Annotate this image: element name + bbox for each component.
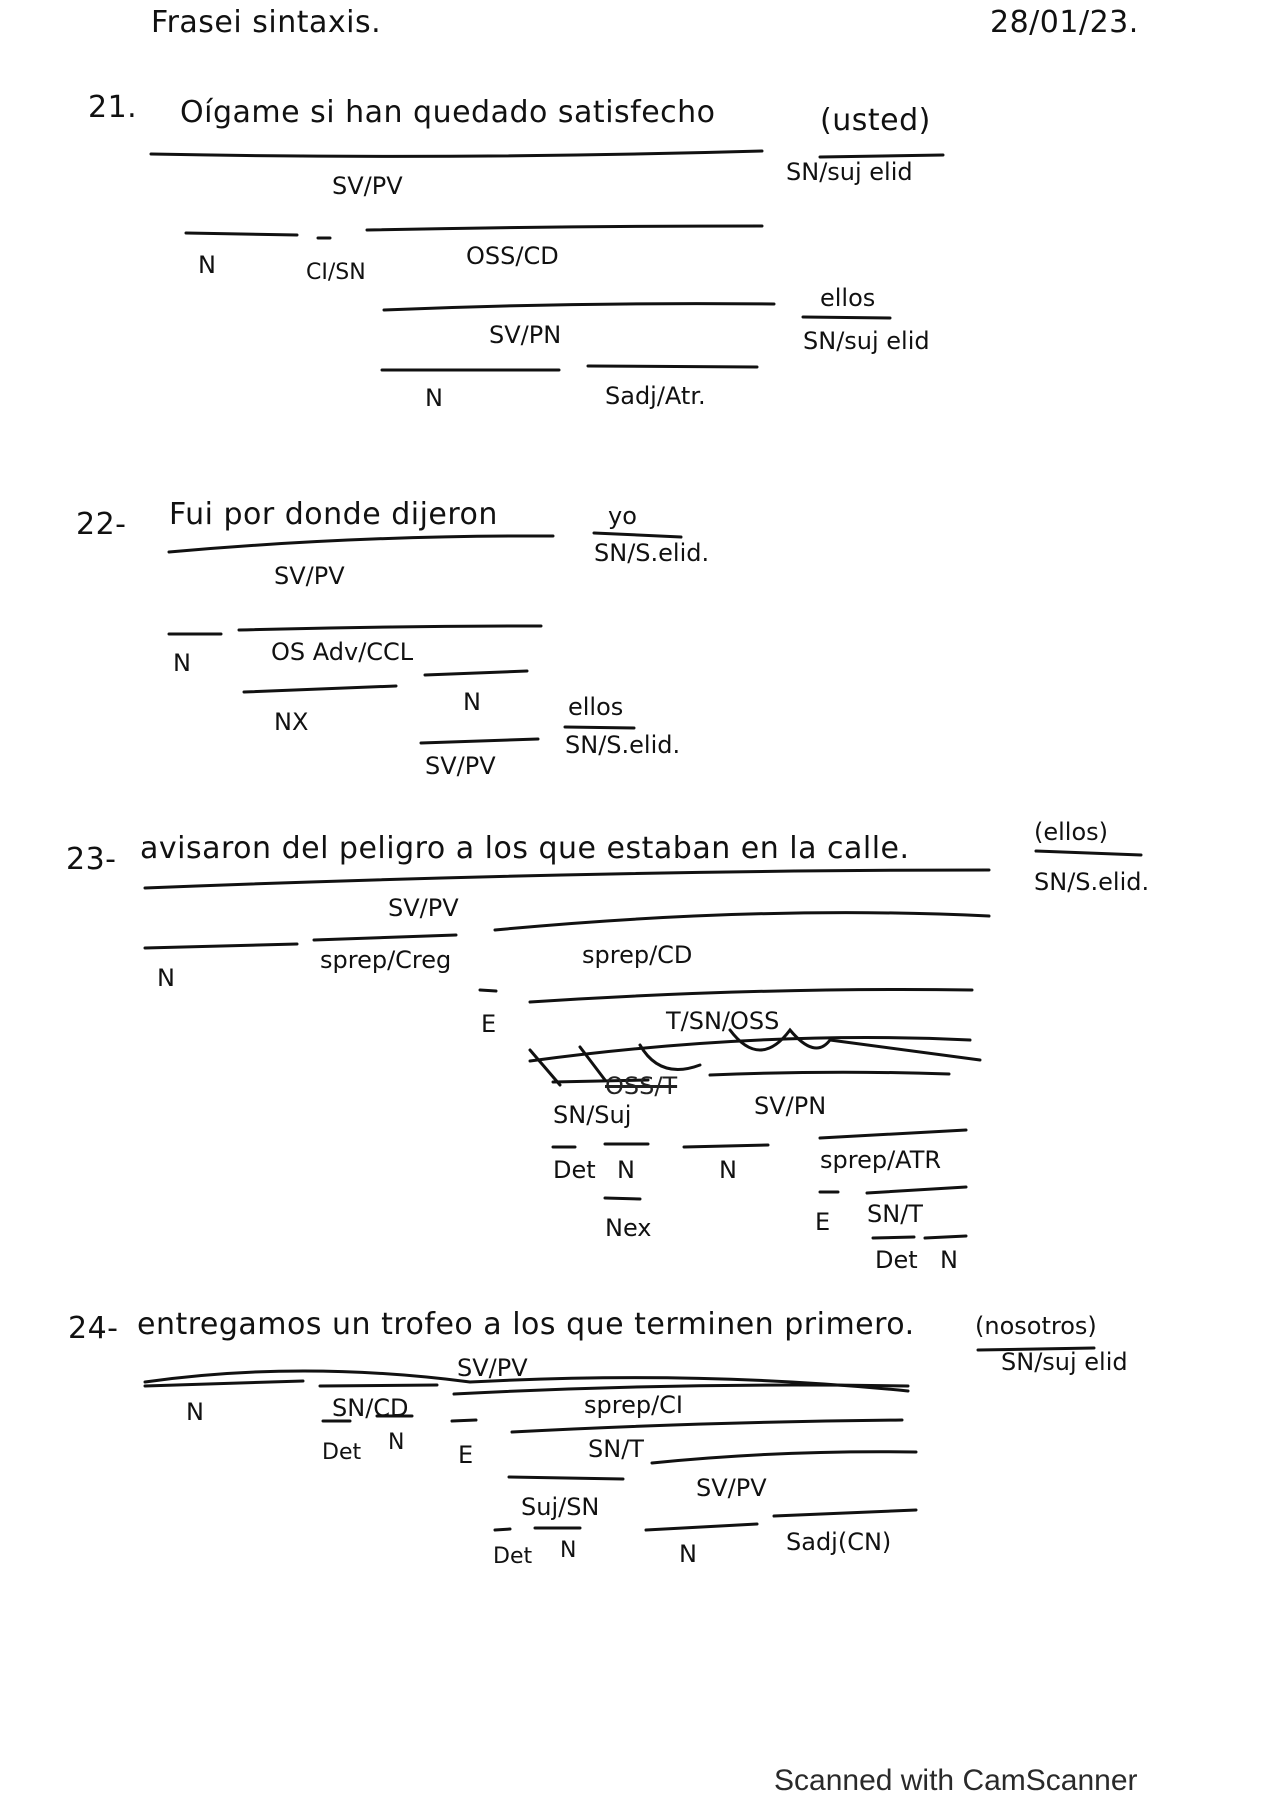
exercise-24-n2: N: [388, 1430, 405, 1455]
camscanner-watermark: Scanned with CamScanner: [774, 1764, 1138, 1797]
exercise-22-sentence: Fui por donde dijeron: [169, 497, 498, 532]
exercise-24-svpv: SV/PV: [696, 1474, 767, 1502]
exercise-23-elided-subject: (ellos): [1034, 818, 1109, 846]
exercise-23-n1: N: [157, 964, 175, 992]
exercise-24-number: 24-: [68, 1311, 119, 1346]
exercise-21-number: 21.: [88, 90, 138, 125]
exercise-21-elided-subject: (usted): [820, 103, 931, 138]
exercise-21-sentence: Oígame si han quedado satisfecho: [180, 95, 716, 130]
exercise-21-sub-subject: ellos: [820, 284, 876, 312]
exercise-22-n2: N: [463, 688, 481, 716]
exercise-24-snt: SN/T: [588, 1435, 644, 1463]
exercise-23-sv: SV/PV: [388, 894, 459, 922]
exercise-22-n1: N: [173, 649, 191, 677]
exercise-23-elided-label: SN/S.elid.: [1034, 868, 1150, 896]
exercise-23-nex: Nex: [605, 1214, 652, 1242]
exercise-24-sentence: entregamos un trofeo a los que terminen …: [137, 1307, 915, 1342]
exercise-23-n4: N: [940, 1246, 958, 1274]
exercise-22-osadv: OS Adv/CCL: [271, 638, 414, 666]
page-title: Frasei sintaxis.: [151, 5, 382, 40]
exercise-22-sv: SV/PV: [274, 562, 345, 590]
exercise-23-atr: sprep/ATR: [820, 1146, 942, 1174]
exercise-23-cd: sprep/CD: [582, 941, 693, 969]
exercise-24-sadj: Sadj(CN): [786, 1528, 892, 1556]
exercise-22-sv2: SV/PV: [425, 752, 496, 780]
exercise-24-e: E: [458, 1441, 474, 1469]
exercise-23-number: 23-: [66, 842, 117, 877]
exercise-21-n1: N: [198, 251, 216, 279]
exercise-23-n2: N: [617, 1156, 635, 1184]
exercise-24-det2: Det: [493, 1544, 533, 1569]
exercise-21-sub-subject-label: SN/suj elid: [803, 327, 930, 355]
exercise-21-atr: Sadj/Atr.: [605, 382, 706, 410]
exercise-24-n1: N: [186, 1398, 204, 1426]
exercise-23-snsuj: SN/Suj: [553, 1101, 632, 1129]
exercise-24-elided-label: SN/suj elid: [1001, 1348, 1128, 1376]
exercise-21-svpn: SV/PN: [489, 321, 562, 349]
exercise-24-ci: sprep/CI: [584, 1391, 683, 1419]
exercise-22-sub-subject-label: SN/S.elid.: [565, 731, 681, 759]
exercise-22-nx: NX: [274, 708, 309, 736]
exercise-22-sub-subject: ellos: [568, 693, 624, 721]
exercise-23-det1: Det: [553, 1156, 596, 1184]
exercise-21-ci: CI/SN: [306, 260, 366, 285]
exercise-21-n2: N: [425, 384, 443, 412]
exercise-21-sv: SV/PV: [332, 172, 403, 200]
exercise-23-det2: Det: [875, 1246, 918, 1274]
exercise-21-elided-label: SN/suj elid: [786, 158, 913, 186]
exercise-23-n3: N: [719, 1156, 737, 1184]
exercise-24-sncd: SN/CD: [332, 1394, 409, 1422]
exercise-22-elided-subject: yo: [608, 502, 637, 530]
exercise-24-elided-subject: (nosotros): [975, 1312, 1097, 1340]
exercise-22-elided-label: SN/S.elid.: [594, 539, 710, 567]
exercise-24-det1: Det: [322, 1440, 362, 1465]
exercise-23-crossed-out: OSS/T: [605, 1072, 678, 1100]
exercise-23-creg: sprep/Creg: [320, 946, 452, 974]
exercise-23-t: T/SN/OSS: [666, 1007, 780, 1035]
exercise-23-svpn: SV/PN: [754, 1092, 827, 1120]
exercise-24-suj: Suj/SN: [521, 1493, 600, 1521]
exercise-24-n4: N: [679, 1540, 697, 1568]
date: 28/01/23.: [990, 5, 1139, 40]
exercise-23-snt: SN/T: [867, 1200, 923, 1228]
exercise-24-n3: N: [560, 1538, 577, 1563]
exercise-23-e2: E: [815, 1208, 831, 1236]
exercise-22-number: 22-: [76, 507, 127, 542]
exercise-23-sentence: avisaron del peligro a los que estaban e…: [140, 831, 910, 866]
exercise-21-oss: OSS/CD: [466, 242, 559, 270]
exercise-24-sv: SV/PV: [457, 1354, 528, 1382]
exercise-23-e1: E: [481, 1010, 497, 1038]
